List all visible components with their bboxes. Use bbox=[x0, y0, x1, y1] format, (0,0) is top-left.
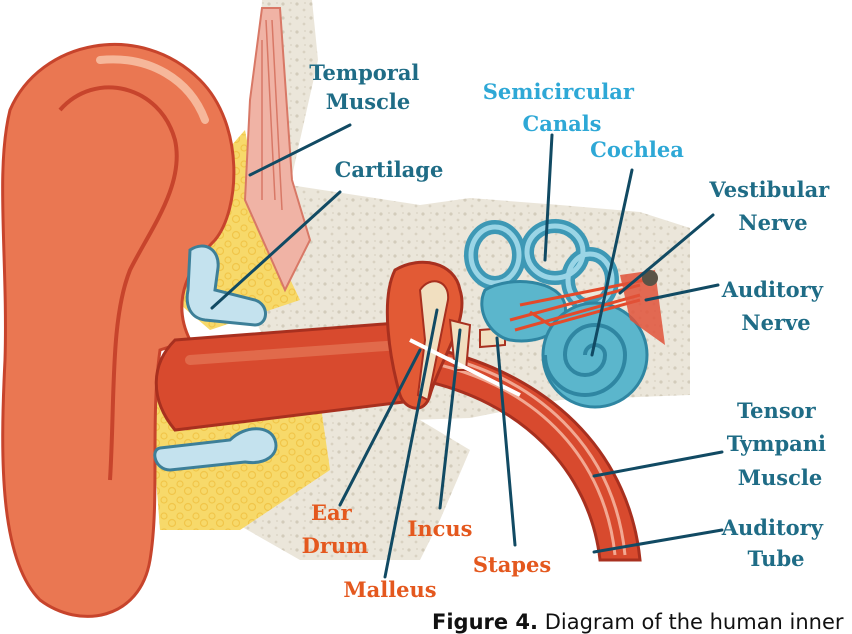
label-tensor-tympani-muscle: Tensor Tympani Muscle bbox=[727, 398, 834, 490]
label-cartilage: Cartilage bbox=[335, 157, 444, 182]
label-auditory-tube: Auditory Tube bbox=[721, 515, 831, 571]
caption-text: Diagram of the human inner bbox=[545, 610, 844, 634]
figure-caption: Figure 4. Diagram of the human inner bbox=[432, 610, 844, 634]
label-auditory-nerve: Auditory Nerve bbox=[721, 277, 831, 335]
label-semicircular-canals: Semicircular Canals bbox=[483, 79, 642, 136]
leader-tensor-tympani bbox=[594, 452, 722, 476]
label-stapes: Stapes bbox=[473, 552, 551, 577]
figure-number: Figure 4. bbox=[432, 610, 538, 634]
label-incus: Incus bbox=[408, 516, 473, 541]
label-cochlea: Cochlea bbox=[590, 137, 684, 162]
label-malleus: Malleus bbox=[343, 577, 436, 602]
label-vestibular-nerve: Vestibular Nerve bbox=[708, 177, 836, 235]
label-temporal-muscle: Temporal Muscle bbox=[309, 60, 426, 114]
